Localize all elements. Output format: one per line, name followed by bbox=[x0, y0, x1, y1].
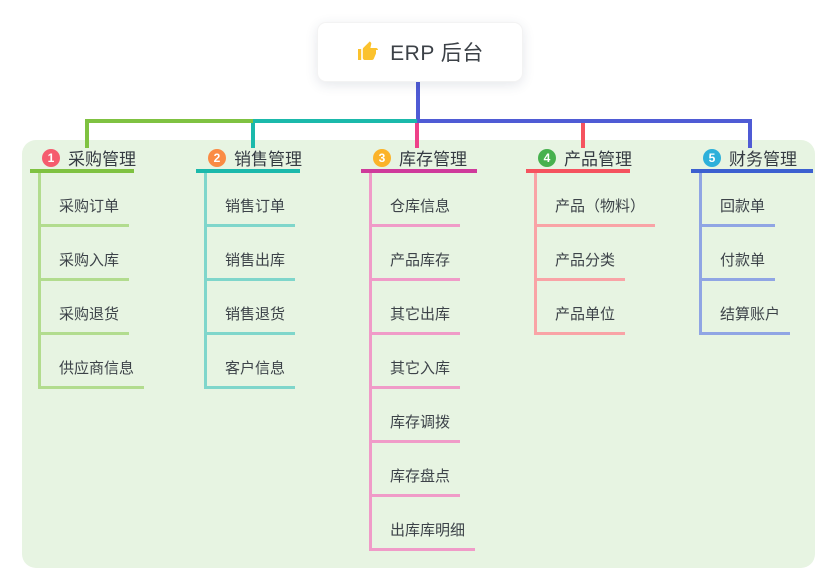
branch-header[interactable]: 5 财务管理 bbox=[691, 146, 813, 173]
child-node[interactable]: 采购退货 bbox=[41, 281, 130, 335]
branch-drop-line-4 bbox=[581, 119, 585, 148]
child-node[interactable]: 产品库存 bbox=[372, 227, 461, 281]
child-node[interactable]: 仓库信息 bbox=[372, 173, 461, 227]
connector-segment-teal bbox=[253, 119, 419, 123]
child-node[interactable]: 出库库明细 bbox=[372, 497, 476, 551]
branch-number-badge: 5 bbox=[703, 148, 721, 167]
child-node[interactable]: 付款单 bbox=[702, 227, 776, 281]
child-node[interactable]: 销售退货 bbox=[207, 281, 296, 335]
root-node-title: ERP 后台 bbox=[390, 42, 484, 65]
branch: 1 采购管理 采购订单采购入库采购退货供应商信息 bbox=[30, 146, 145, 389]
child-node[interactable]: 产品单位 bbox=[537, 281, 626, 335]
child-node[interactable]: 其它入库 bbox=[372, 335, 461, 389]
child-node[interactable]: 客户信息 bbox=[207, 335, 296, 389]
branch-children: 仓库信息产品库存其它出库其它入库库存调拨库存盘点出库库明细 bbox=[369, 173, 477, 551]
branch-title: 产品管理 bbox=[564, 150, 632, 169]
connector-segment-blue bbox=[417, 119, 752, 123]
branch-title: 财务管理 bbox=[729, 150, 797, 169]
branch-header[interactable]: 1 采购管理 bbox=[30, 146, 136, 173]
child-node[interactable]: 销售订单 bbox=[207, 173, 296, 227]
branch: 4 产品管理 产品（物料）产品分类产品单位 bbox=[526, 146, 656, 335]
branch-children: 产品（物料）产品分类产品单位 bbox=[534, 173, 656, 335]
child-node[interactable]: 产品（物料） bbox=[537, 173, 656, 227]
child-node[interactable]: 库存调拨 bbox=[372, 389, 461, 443]
branch-children: 回款单付款单结算账户 bbox=[699, 173, 813, 335]
child-node[interactable]: 销售出库 bbox=[207, 227, 296, 281]
branch-header[interactable]: 4 产品管理 bbox=[526, 146, 632, 173]
child-node[interactable]: 供应商信息 bbox=[41, 335, 145, 389]
child-node[interactable]: 其它出库 bbox=[372, 281, 461, 335]
root-node[interactable]: ERP 后台 bbox=[317, 22, 523, 82]
branch-title: 采购管理 bbox=[68, 150, 136, 169]
branch: 2 销售管理 销售订单销售出库销售退货客户信息 bbox=[196, 146, 302, 389]
branch-drop-line-5 bbox=[748, 119, 752, 148]
branch-title: 销售管理 bbox=[234, 150, 302, 169]
branch-number-badge: 2 bbox=[208, 148, 226, 167]
child-node[interactable]: 产品分类 bbox=[537, 227, 626, 281]
branch-children: 销售订单销售出库销售退货客户信息 bbox=[204, 173, 300, 389]
thumbs-up-icon bbox=[356, 40, 380, 64]
branch: 5 财务管理 回款单付款单结算账户 bbox=[691, 146, 813, 335]
branch-drop-line-3 bbox=[415, 119, 419, 148]
connector-segment-green bbox=[85, 119, 255, 123]
child-node[interactable]: 结算账户 bbox=[702, 281, 791, 335]
child-node[interactable]: 回款单 bbox=[702, 173, 776, 227]
branch-drop-line-2 bbox=[251, 119, 255, 148]
thumbs-up-icon-svg bbox=[358, 41, 379, 60]
root-stem-line bbox=[416, 82, 420, 123]
branch-title: 库存管理 bbox=[399, 150, 467, 169]
branch-header[interactable]: 2 销售管理 bbox=[196, 146, 302, 173]
branch-number-badge: 4 bbox=[538, 148, 556, 167]
branch: 3 库存管理 仓库信息产品库存其它出库其它入库库存调拨库存盘点出库库明细 bbox=[361, 146, 477, 551]
child-node[interactable]: 采购订单 bbox=[41, 173, 130, 227]
branch-number-badge: 1 bbox=[42, 148, 60, 167]
child-node[interactable]: 采购入库 bbox=[41, 227, 130, 281]
branch-header[interactable]: 3 库存管理 bbox=[361, 146, 477, 173]
branch-number-badge: 3 bbox=[373, 148, 391, 167]
child-node[interactable]: 库存盘点 bbox=[372, 443, 461, 497]
branch-children: 采购订单采购入库采购退货供应商信息 bbox=[38, 173, 145, 389]
branch-drop-line-1 bbox=[85, 119, 89, 148]
